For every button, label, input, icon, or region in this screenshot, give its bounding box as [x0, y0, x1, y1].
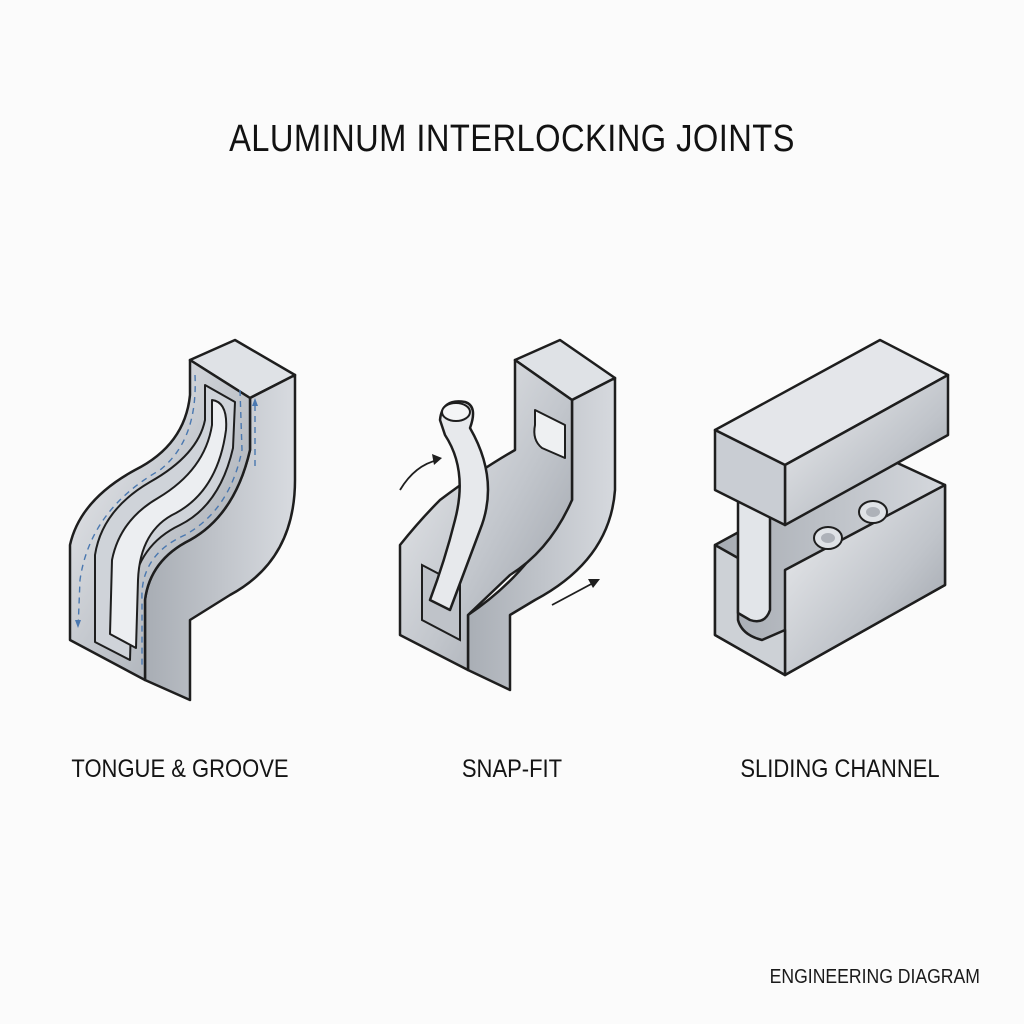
sliding-channel-joint-icon [713, 338, 950, 677]
snap-fit-joint-icon [398, 338, 617, 692]
snap-fit-illustration [360, 330, 680, 710]
footer-caption: ENGINEERING DIAGRAM [769, 966, 980, 988]
snap-fit-label: SNAP-FIT [461, 755, 563, 783]
sliding-channel-illustration [690, 330, 1010, 710]
sliding-channel-label: SLIDING CHANNEL [740, 755, 940, 783]
tongue-and-groove-label: TONGUE & GROOVE [71, 755, 289, 783]
tongue-and-groove-joint-icon [68, 338, 297, 702]
diagram-title: ALUMINUM INTERLOCKING JOINTS [229, 118, 795, 160]
tongue-and-groove-illustration [40, 330, 360, 710]
